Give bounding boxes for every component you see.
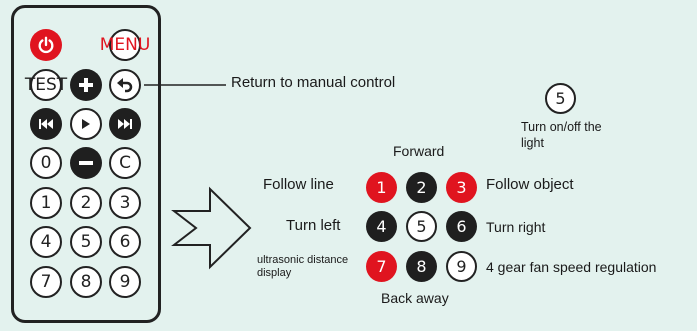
key-4-label: 4	[40, 232, 52, 252]
minus-button[interactable]	[70, 147, 102, 179]
key-9-label: 9	[119, 272, 131, 292]
keypad-key-9-label: 9	[456, 257, 467, 276]
key-7[interactable]: 7	[30, 266, 62, 298]
keypad-key-3-label: 3	[456, 178, 467, 197]
back-away-label: Back away	[381, 290, 449, 306]
key-c[interactable]: C	[109, 147, 141, 179]
keypad-key-4-label: 4	[376, 217, 387, 236]
play-icon	[82, 119, 90, 129]
fan-speed-label: 4 gear fan speed regulation	[486, 259, 657, 275]
ultrasonic-label: ultrasonic distance display	[257, 254, 349, 279]
light-key-5: 5	[545, 83, 576, 114]
key-5-label: 5	[80, 232, 92, 252]
turn-right-label: Turn right	[486, 219, 546, 235]
menu-button-label: MENU	[99, 35, 151, 55]
next-track-icon	[118, 119, 132, 129]
keypad-key-8: 8	[406, 251, 437, 282]
keypad-key-1-label: 1	[376, 178, 387, 197]
key-3-label: 3	[119, 193, 131, 213]
return-callout-label: Return to manual control	[231, 74, 396, 91]
minus-icon	[79, 161, 93, 165]
return-button[interactable]	[109, 69, 141, 101]
key-9[interactable]: 9	[109, 266, 141, 298]
keypad-key-8-label: 8	[416, 257, 427, 276]
key-6[interactable]: 6	[109, 226, 141, 258]
key-5[interactable]: 5	[70, 226, 102, 258]
next-button[interactable]	[109, 108, 141, 140]
play-button[interactable]	[70, 108, 102, 140]
keypad-key-7: 7	[366, 251, 397, 282]
keypad-key-7-label: 7	[376, 257, 387, 276]
key-4[interactable]: 4	[30, 226, 62, 258]
plus-button[interactable]	[70, 69, 102, 101]
follow-object-label: Follow object	[486, 176, 574, 193]
key-0[interactable]: 0	[30, 147, 62, 179]
light-caption: Turn on/off the light	[521, 120, 602, 150]
return-arrow-icon	[117, 78, 133, 93]
test-button-label: TEST	[24, 75, 68, 95]
key-c-label: C	[119, 153, 131, 173]
menu-button[interactable]: MENU	[100, 29, 150, 61]
key-6-label: 6	[119, 232, 131, 252]
previous-track-icon	[39, 119, 53, 129]
plus-icon	[79, 78, 93, 92]
key-2-label: 2	[80, 193, 92, 213]
test-button[interactable]: TEST	[25, 69, 67, 101]
keypad-key-1: 1	[366, 172, 397, 203]
key-1-label: 1	[40, 193, 52, 213]
power-icon	[38, 36, 54, 54]
forward-label: Forward	[393, 143, 445, 159]
key-0-label: 0	[40, 153, 52, 173]
keypad-key-2-label: 2	[416, 178, 427, 197]
key-3[interactable]: 3	[109, 187, 141, 219]
keypad-key-6-label: 6	[456, 217, 467, 236]
keypad-key-5: 5	[406, 211, 437, 242]
follow-line-label: Follow line	[263, 176, 334, 193]
keypad-key-4: 4	[366, 211, 397, 242]
keypad-key-5-label: 5	[416, 217, 427, 236]
power-button[interactable]	[30, 29, 62, 61]
arrow-right-icon	[171, 186, 252, 270]
keypad-key-6: 6	[446, 211, 477, 242]
keypad-key-2: 2	[406, 172, 437, 203]
light-key-label: 5	[555, 89, 566, 108]
keypad-key-9: 9	[446, 251, 477, 282]
keypad-key-3: 3	[446, 172, 477, 203]
key-2[interactable]: 2	[70, 187, 102, 219]
key-7-label: 7	[40, 272, 52, 292]
turn-left-label: Turn left	[286, 217, 341, 234]
key-1[interactable]: 1	[30, 187, 62, 219]
key-8-label: 8	[80, 272, 92, 292]
key-8[interactable]: 8	[70, 266, 102, 298]
previous-button[interactable]	[30, 108, 62, 140]
